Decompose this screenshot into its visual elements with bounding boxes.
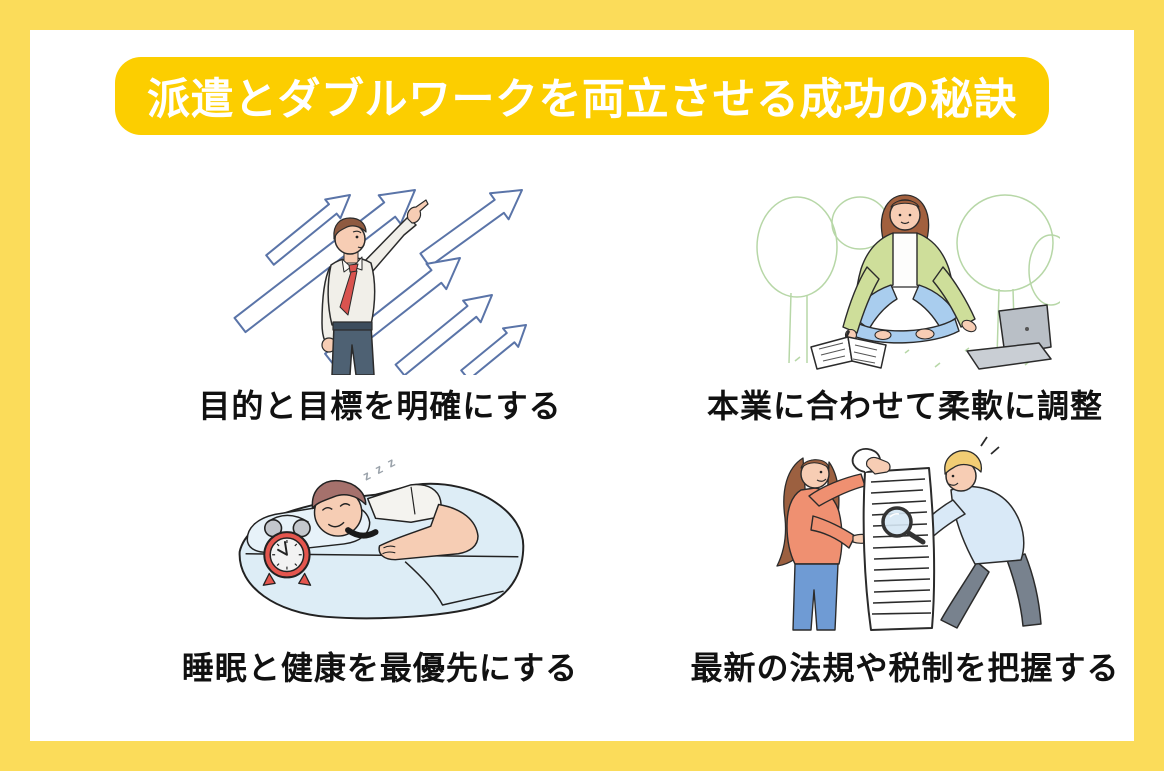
laptop xyxy=(966,304,1052,370)
caption-flexible-schedule: 本業に合わせて柔軟に調整 xyxy=(706,388,1103,424)
notebook xyxy=(810,336,887,370)
sitting-woman xyxy=(837,194,977,354)
alarm-clock xyxy=(262,514,311,586)
caption-sleep-health: 睡眠と健康を最優先にする xyxy=(181,650,579,686)
content-area: 派遣とダブルワークを両立させる成功の秘訣 xyxy=(30,30,1134,741)
arrows-group xyxy=(233,189,527,375)
document-review-graphic xyxy=(776,436,1042,631)
man-with-magnifier xyxy=(914,436,1042,629)
gripping-hand xyxy=(866,456,891,475)
sleeping-man xyxy=(311,479,504,606)
section-flexible-schedule: 本業に合わせて柔軟に調整 xyxy=(685,170,1125,427)
caption-goals: 目的と目標を明確にする xyxy=(198,388,562,424)
woman-writing-outdoors-illustration xyxy=(685,170,1125,375)
title-banner: 派遣とダブルワークを両立させる成功の秘訣 xyxy=(115,57,1049,135)
sleeping-man-graphic: z z z xyxy=(238,453,524,620)
page-title: 派遣とダブルワークを両立させる成功の秘訣 xyxy=(147,76,1017,124)
man-sleeping-illustration: z z z xyxy=(160,432,600,637)
document-review-illustration xyxy=(685,432,1125,637)
woman-writing-graphic xyxy=(756,194,1060,370)
magnifying-glass xyxy=(881,506,926,545)
pointing-man xyxy=(321,199,429,375)
section-sleep-health: z z z 睡眠と健康を最優先にする xyxy=(160,432,600,689)
growth-arrows-graphic xyxy=(233,189,527,375)
man-pointing-growth-arrows-illustration xyxy=(160,170,600,375)
zzz-sleep-text: z z z xyxy=(360,453,399,483)
woman-pointing xyxy=(776,457,882,631)
caption-regulations: 最新の法規や税制を把握する xyxy=(690,650,1120,686)
long-receipt-document xyxy=(851,448,936,631)
section-regulations: 最新の法規や税制を把握する xyxy=(685,432,1125,689)
section-goals: 目的と目標を明確にする xyxy=(160,170,600,427)
